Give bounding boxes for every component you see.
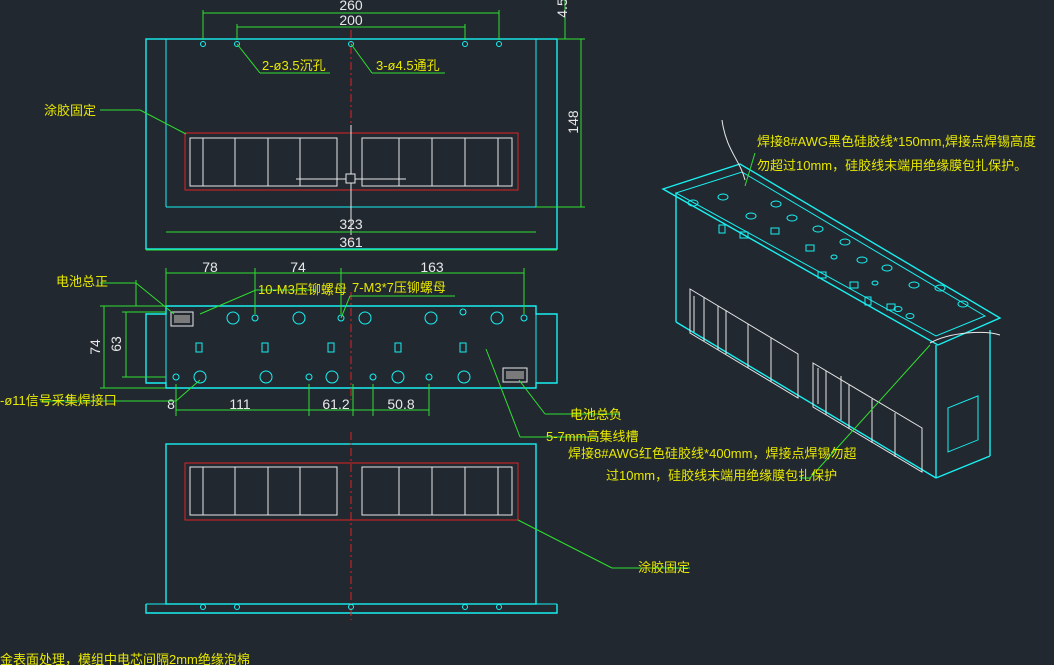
front-top-holes xyxy=(226,308,528,325)
red-wire xyxy=(929,331,1001,344)
m3x7-nut-label: 7-M3*7压铆螺母 xyxy=(352,280,446,295)
through-hole-label: 3-ø4.5通孔 xyxy=(376,58,440,73)
dim-260: 260 xyxy=(339,0,363,13)
dim-50-8: 50.8 xyxy=(387,396,414,412)
battery-positive-label: 电池总正 xyxy=(56,274,108,289)
signal-port-label: -ø11信号采集焊接口 xyxy=(0,393,117,408)
isometric-view: 焊接8#AWG黑色硅胶线*150mm,焊接点焊锡高度 勿超过10mm，硅胶线末端… xyxy=(568,119,1036,483)
iso-cells-left xyxy=(689,288,799,399)
glue-fix-label-bottom: 涂胶固定 xyxy=(638,560,690,575)
battery-negative-label: 电池总负 xyxy=(570,407,622,422)
glue-fix-label-top: 涂胶固定 xyxy=(44,103,96,118)
dim-8: 8 xyxy=(167,396,175,412)
dim-74-vertical: 74 xyxy=(87,339,103,355)
top-view-outer xyxy=(145,38,558,250)
battery-positive-terminal xyxy=(170,311,194,327)
dim-163: 163 xyxy=(420,259,444,275)
dim-61-2: 61.2 xyxy=(322,396,349,412)
front-view: 78 74 163 111 61.2 50.8 8 74 63 电池总正 10-… xyxy=(0,259,638,444)
red-wire-note-line2: 过10mm，硅胶线末端用绝缘膜包扎保护 xyxy=(606,468,837,483)
dim-200: 200 xyxy=(339,12,363,28)
crosshair-cursor-icon xyxy=(296,125,406,235)
bottom-view: 涂胶固定 xyxy=(145,432,690,620)
top-holes xyxy=(200,41,502,47)
m3-nut-label: 10-M3压铆螺母 xyxy=(258,282,347,297)
dim-63: 63 xyxy=(108,336,124,352)
iso-top-holes xyxy=(687,193,969,319)
wire-slot-label: 5-7mm高集线槽 xyxy=(546,429,638,444)
front-slots xyxy=(195,342,467,353)
iso-cells-right xyxy=(812,362,923,473)
dim-74: 74 xyxy=(290,259,306,275)
black-wire-note-line1: 焊接8#AWG黑色硅胶线*150mm,焊接点焊锡高度 xyxy=(757,134,1036,149)
dim-111: 111 xyxy=(229,396,250,412)
dim-78: 78 xyxy=(202,259,218,275)
top-view: 260 200 323 361 148 4.5 2-ø3.5沉孔 3-ø4.5通… xyxy=(44,0,585,251)
glue-area-bottom xyxy=(184,462,519,521)
red-wire-note-line1: 焊接8#AWG红色硅胶线*400mm，焊接点焊锡勿超 xyxy=(568,446,856,461)
battery-negative-terminal xyxy=(502,367,528,383)
black-wire xyxy=(721,119,746,181)
dim-361: 361 xyxy=(339,234,363,250)
dim-323: 323 xyxy=(339,216,363,232)
dim-148: 148 xyxy=(565,110,581,134)
front-bottom-holes xyxy=(172,370,471,384)
countersink-hole-label: 2-ø3.5沉孔 xyxy=(262,58,326,73)
surface-treatment-note: 金表面处理，模组中电芯间隔2mm绝缘泡棉 xyxy=(0,652,250,665)
dim-4-5: 4.5 xyxy=(554,0,570,18)
black-wire-note-line2: 勿超过10mm，硅胶线末端用绝缘膜包扎保护。 xyxy=(757,158,1027,173)
